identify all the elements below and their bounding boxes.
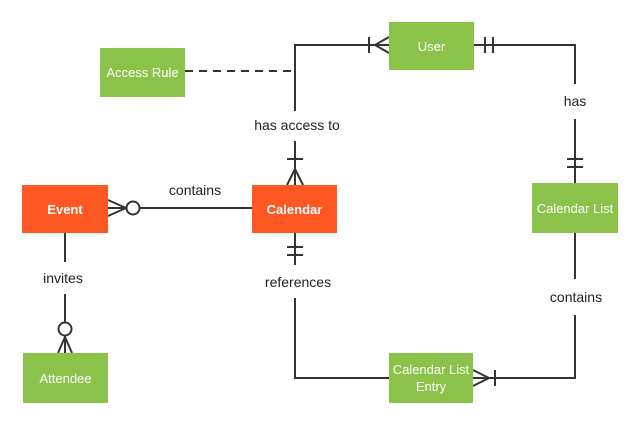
edge-label-has-access-to: has access to	[254, 117, 340, 133]
edge-label-invites: invites	[43, 270, 83, 286]
entity-access-rule[interactable]: Access Rule	[100, 48, 185, 97]
zero-circle-icon	[57, 321, 73, 337]
double-tick-icon	[287, 246, 303, 256]
connector-has-access-to	[286, 36, 390, 186]
edge-label-has: has	[563, 93, 587, 109]
connector-references	[287, 233, 389, 379]
double-tick-icon	[567, 158, 583, 168]
edge-label-contains-list: contains	[549, 289, 603, 305]
crow-foot-many-icon	[472, 369, 490, 387]
entity-label: Attendee	[39, 370, 92, 386]
connector-contains-event-calendar	[107, 199, 252, 217]
entity-label: Calendar	[266, 201, 323, 217]
crow-foot-many-icon	[286, 168, 304, 186]
crow-foot-many-icon	[107, 199, 127, 217]
edge-label-contains-event: contains	[168, 182, 222, 198]
entity-event[interactable]: Event	[22, 185, 108, 233]
entity-label: Access Rule	[106, 65, 179, 80]
connector-has	[474, 37, 583, 183]
zero-circle-icon	[125, 200, 141, 216]
entity-user[interactable]: User	[389, 22, 474, 70]
entity-calendar-list[interactable]: Calendar List	[532, 183, 618, 233]
entity-attendee[interactable]: Attendee	[23, 353, 108, 403]
entity-label: Calendar List	[536, 200, 614, 216]
entity-label: User	[417, 38, 446, 54]
crow-foot-many-icon	[374, 36, 390, 54]
entity-calendar-list-entry[interactable]: Calendar List Entry	[389, 353, 473, 403]
double-tick-icon	[484, 37, 494, 53]
entity-label: Event	[47, 201, 83, 217]
entity-calendar[interactable]: Calendar	[252, 185, 337, 233]
connector-invites	[57, 233, 73, 354]
crow-foot-many-icon	[57, 336, 73, 354]
edge-label-references: references	[264, 274, 332, 290]
connector-contains-calendar-list	[472, 233, 576, 387]
entity-label: Calendar List Entry	[392, 362, 470, 394]
